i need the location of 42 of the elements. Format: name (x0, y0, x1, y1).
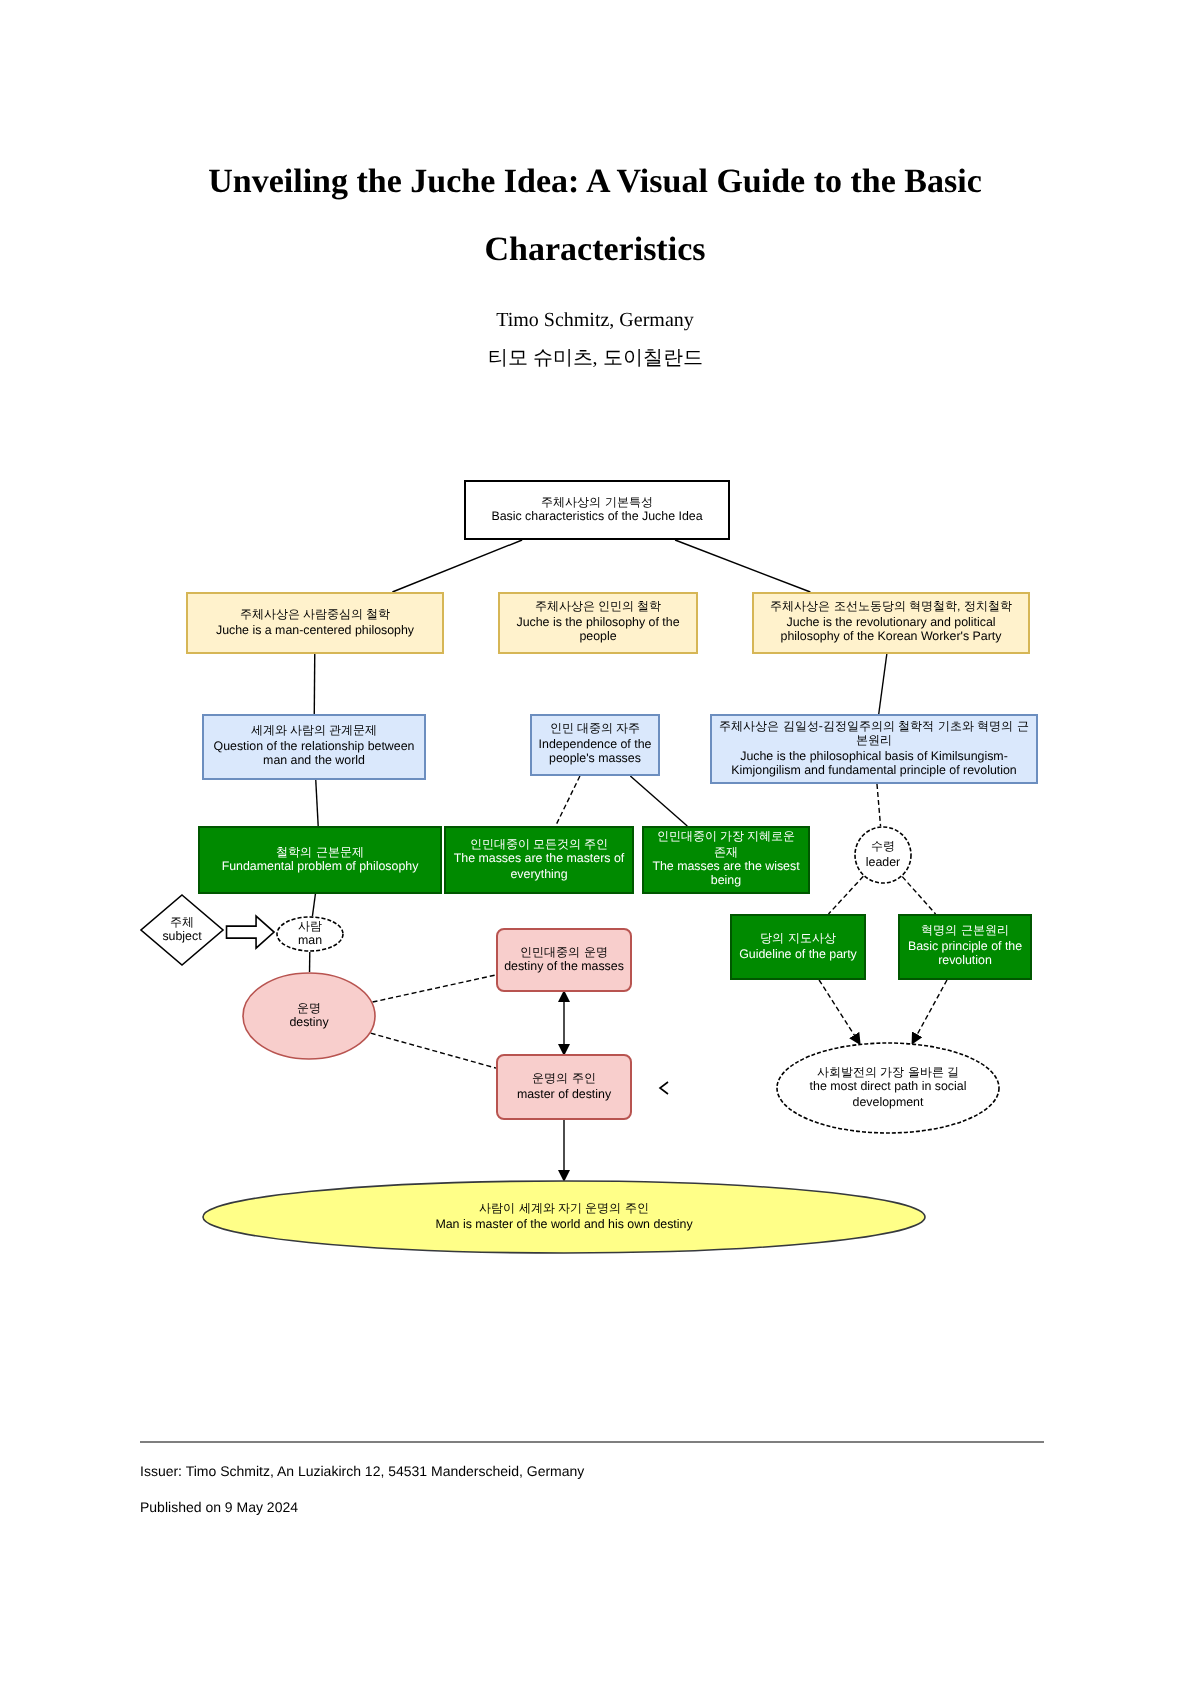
category-box (498, 592, 698, 654)
ellipse-node (776, 1042, 1000, 1134)
principle-box (898, 914, 1032, 980)
concept-box (710, 714, 1038, 784)
rounded-box (496, 1054, 632, 1120)
circle-node (854, 826, 912, 884)
connector-line (308, 951, 311, 973)
connector-line (876, 783, 882, 827)
author-line: 티모 슈미츠, 도이칠란드 (485, 346, 705, 372)
connector-line (391, 539, 523, 593)
connector-line (901, 875, 937, 915)
ellipse-node (242, 972, 376, 1060)
principle-box (198, 826, 442, 894)
connector-line (878, 653, 888, 715)
arrow (558, 990, 570, 1056)
connector-line (315, 779, 319, 827)
connector-line (313, 653, 316, 715)
arrow (818, 979, 861, 1046)
ellipse-node (276, 916, 344, 952)
category-box (752, 592, 1030, 654)
concept-box (202, 714, 426, 780)
block-arrow (225, 914, 276, 950)
principle-box (444, 826, 634, 894)
author-line: Timo Schmitz, Germany (494, 310, 696, 332)
arrow (558, 1119, 570, 1182)
connector-line (311, 893, 317, 917)
title: Unveiling the Juche Idea: A Visual Guide to the Basic Characteristics (206, 160, 984, 272)
connector-line (629, 775, 688, 827)
category-box (186, 592, 444, 654)
principle-box (642, 826, 810, 894)
ellipse-node (202, 1180, 926, 1254)
connector-line (827, 875, 865, 915)
topic-box (464, 480, 730, 540)
connector-line (554, 775, 581, 827)
rounded-box (496, 928, 632, 992)
decision-diamond (140, 894, 224, 966)
connector-line (371, 974, 497, 1003)
concept-box (530, 714, 660, 776)
connector-line (370, 1032, 497, 1069)
connector-line (674, 539, 812, 593)
principle-box (730, 914, 866, 980)
arrow (911, 979, 948, 1045)
